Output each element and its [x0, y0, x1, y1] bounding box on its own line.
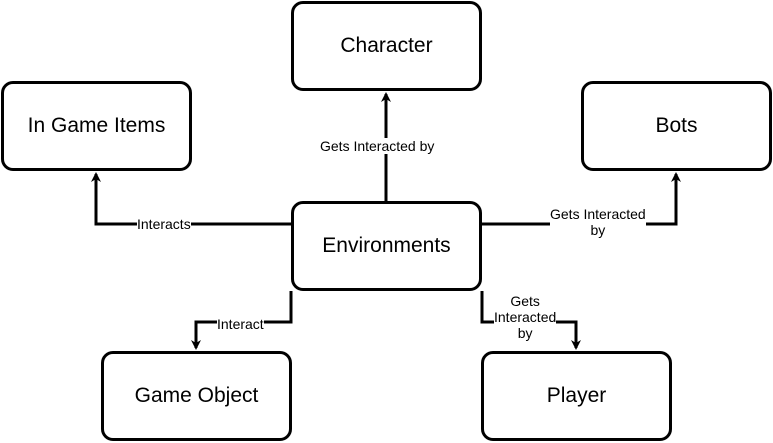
node-environments[interactable]: Environments	[291, 201, 482, 291]
node-player[interactable]: Player	[481, 351, 672, 441]
edge-env-items	[91, 172, 291, 226]
node-game-object[interactable]: Game Object	[101, 351, 292, 441]
node-bots[interactable]: Bots	[581, 81, 772, 171]
node-in-game-items-label: In Game Items	[27, 114, 166, 137]
edge-label-env-character: Gets Interacted by	[320, 138, 435, 154]
edge-env-bots	[482, 172, 681, 226]
node-environments-label: Environments	[322, 234, 451, 257]
edge-label-env-bots: Gets Interacted by	[550, 206, 646, 238]
node-player-label: Player	[546, 384, 607, 407]
node-in-game-items[interactable]: In Game Items	[1, 81, 192, 171]
edge-label-env-items: Interacts	[137, 216, 191, 232]
edge-label-env-player: Gets Interacted by	[494, 293, 557, 341]
node-character[interactable]: Character	[291, 1, 482, 91]
edge-label-env-game-object: Interact	[217, 316, 264, 332]
node-game-object-label: Game Object	[134, 384, 259, 407]
node-bots-label: Bots	[655, 114, 698, 137]
node-character-label: Character	[340, 34, 433, 57]
